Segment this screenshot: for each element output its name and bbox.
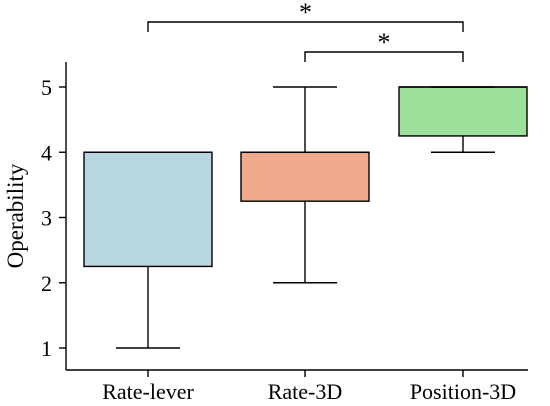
significance-bracket	[304, 51, 464, 62]
y-tick-label: 5	[41, 75, 52, 100]
y-tick-label: 2	[41, 271, 52, 296]
y-tick-label: 1	[41, 336, 52, 361]
significance-label: *	[299, 0, 312, 27]
x-tick-label: Rate-3D	[268, 379, 343, 404]
significance-label: *	[378, 28, 391, 57]
box-rate-lever	[83, 151, 213, 268]
box-rate-3d	[240, 151, 370, 202]
significance-bracket	[147, 21, 464, 32]
y-axis-title: Operability	[3, 163, 28, 268]
x-tick-label: Position-3D	[410, 379, 516, 404]
x-tick-label: Rate-lever	[102, 379, 194, 404]
y-tick-label: 3	[41, 206, 52, 231]
box-position-3d	[398, 86, 528, 137]
y-tick-label: 4	[41, 140, 52, 165]
